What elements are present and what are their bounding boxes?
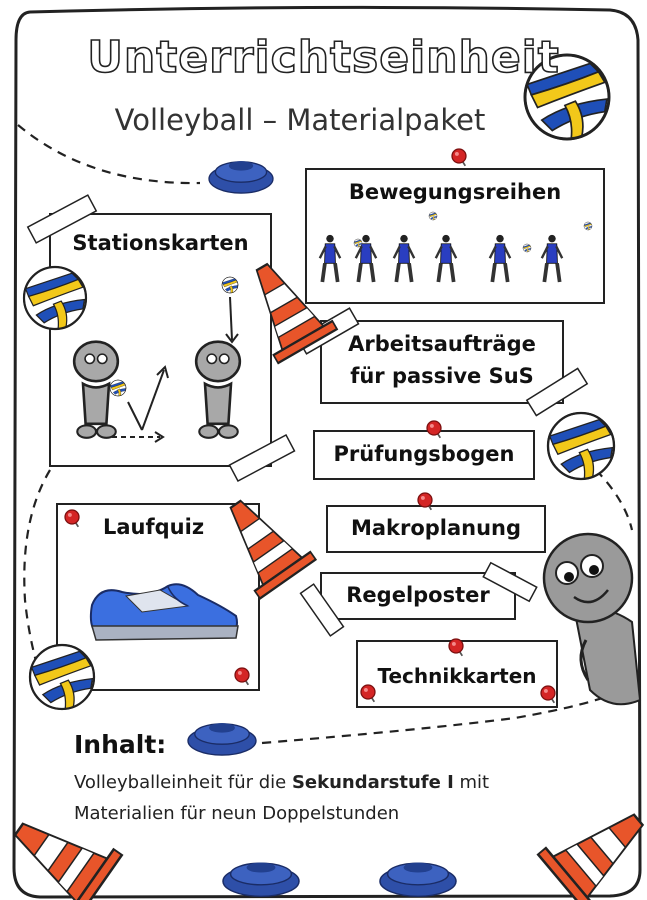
court-line-top: [17, 124, 201, 185]
tape-regelposter-left: [299, 583, 345, 637]
pin-technikkarten-top: [449, 639, 463, 656]
volleyball-right: [546, 411, 616, 481]
inhalt-line1-part2: mit: [453, 772, 490, 793]
page-title: Unterrichtseinheit: [86, 31, 560, 84]
cone-bottom-right: [536, 789, 647, 900]
card-title: Technikkarten: [377, 664, 537, 688]
mascot-figure: [542, 532, 642, 706]
inhalt-line1-part1: Volleyballeinheit für die: [74, 772, 292, 793]
tape-stationskarten-bottom: [228, 434, 296, 482]
tape-stationskarten-top: [26, 194, 98, 244]
tape-arbeitsauftraege-right: [525, 367, 589, 417]
pin-pruefungsbogen: [427, 421, 441, 438]
card-title: Makroplanung: [350, 516, 522, 540]
station-illustration: [72, 276, 242, 443]
movement-sequence: [317, 211, 593, 284]
pin-bewegungsreihen: [452, 149, 466, 166]
card-title-line2: für passive SuS: [350, 364, 534, 388]
card-title: Laufquiz: [103, 515, 205, 539]
card-pruefungsbogen: Prüfungsbogen: [313, 430, 535, 480]
shoe-illustration: [89, 583, 239, 641]
inhalt-line1: Volleyballeinheit für die Sekundarstufe …: [74, 772, 489, 793]
card-arbeitsauftraege: Arbeitsaufträge für passive SuS: [320, 320, 564, 404]
card-makroplanung: Makroplanung: [326, 505, 546, 553]
card-title: Bewegungsreihen: [348, 180, 562, 204]
pin-technikkarten-right: [541, 686, 555, 703]
volleyball-left: [22, 265, 88, 331]
card-title: Prüfungsbogen: [333, 442, 515, 466]
card-title: Stationskarten: [72, 231, 249, 255]
page-subtitle: Volleyball – Materialpaket: [114, 103, 486, 137]
cone-center-middle: [206, 483, 317, 600]
card-bewegungsreihen: Bewegungsreihen: [305, 168, 605, 304]
inhalt-line1-bold: Sekundarstufe I: [291, 772, 454, 793]
card-title: Regelposter: [346, 583, 490, 607]
court-line-right: [595, 469, 634, 531]
court-line-left: [23, 469, 51, 701]
pin-laufquiz-top: [65, 510, 79, 527]
card-regelposter: Regelposter: [320, 572, 516, 620]
tape-regelposter-right: [482, 561, 538, 603]
pin-technikkarten-left: [361, 685, 375, 702]
volleyball-bottom-left: [28, 643, 96, 711]
pin-laufquiz-bottom: [235, 668, 249, 685]
pin-makroplanung: [418, 493, 432, 510]
outer-frame: [12, 5, 642, 899]
card-title-line1: Arbeitsaufträge: [348, 332, 536, 356]
inhalt-heading: Inhalt:: [74, 730, 167, 759]
inhalt-line2: Materialien für neun Doppelstunden: [74, 803, 400, 824]
